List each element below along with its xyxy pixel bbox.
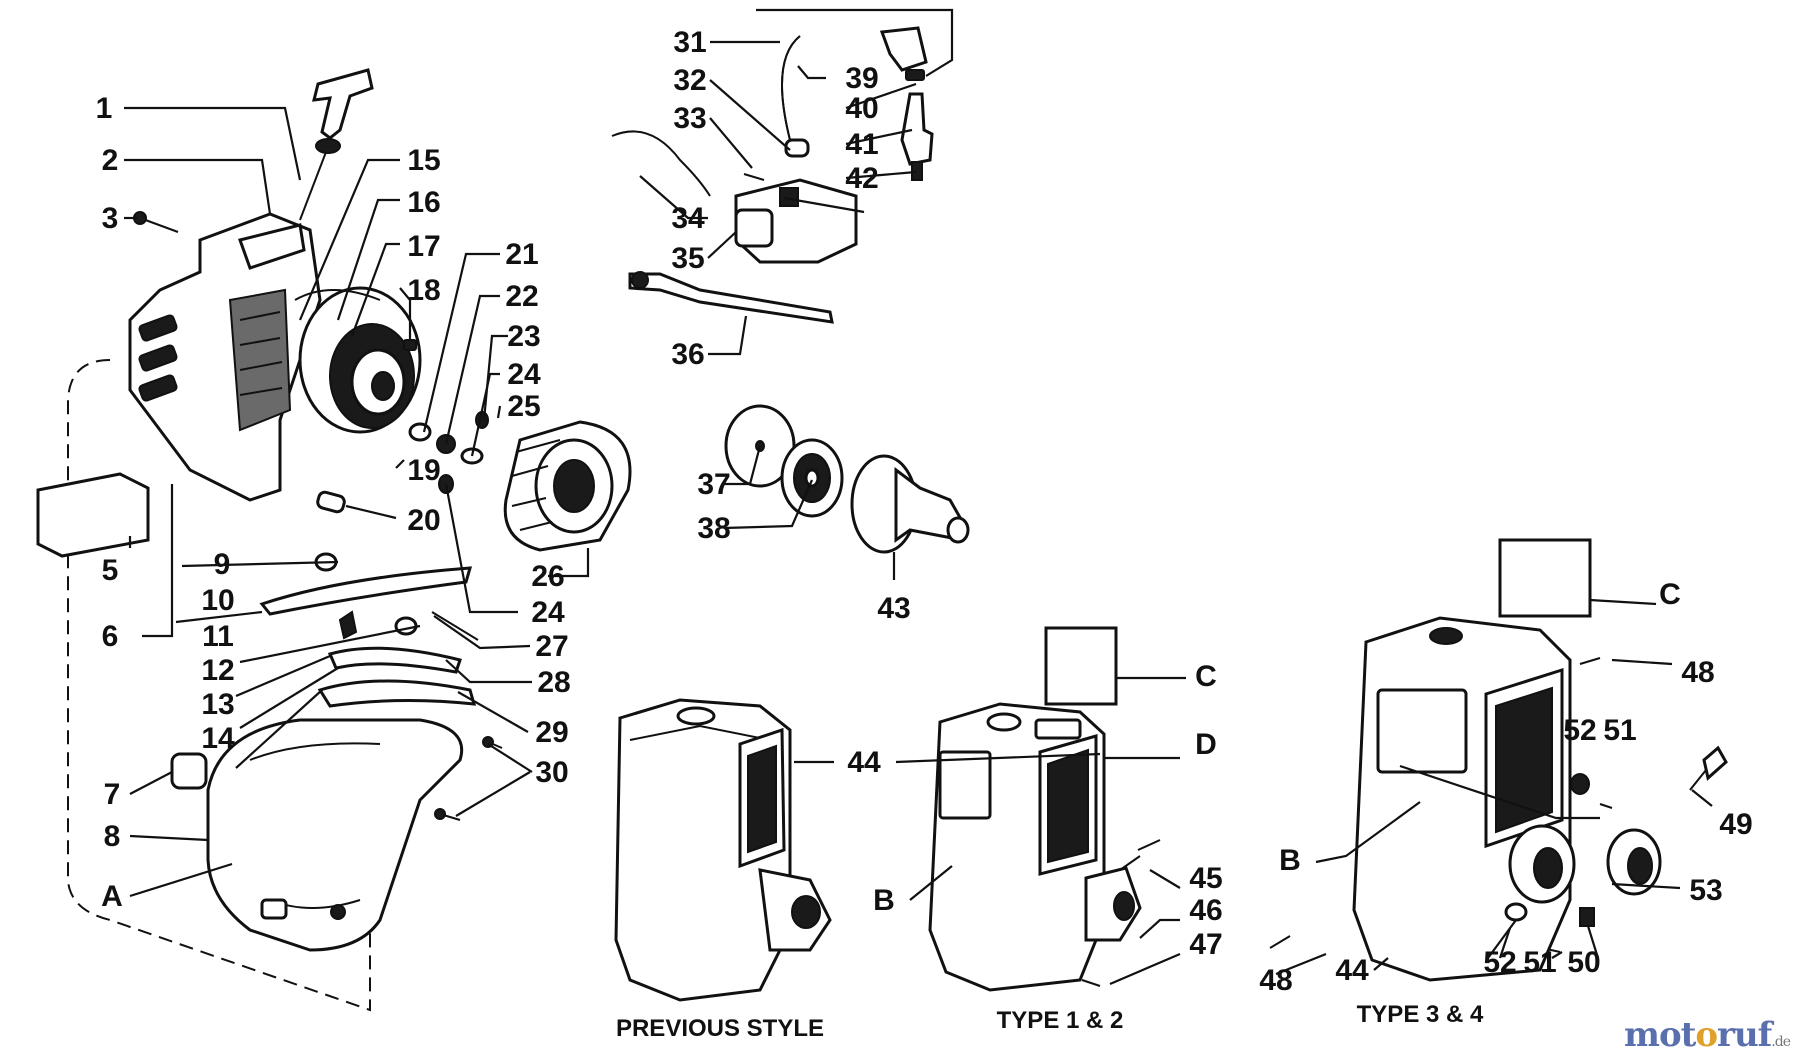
decal-type-1-2 [1044, 626, 1118, 706]
label-A: A [101, 880, 123, 913]
cover-previous-style [614, 698, 832, 1002]
label-52-bottom: 52 [1483, 946, 1516, 979]
label-45: 45 [1189, 862, 1222, 895]
label-30: 30 [535, 756, 568, 789]
label-C-type34: C [1659, 578, 1681, 611]
label-41: 41 [845, 128, 878, 161]
grip-and-hardware [1504, 745, 1728, 927]
label-43: 43 [877, 592, 910, 625]
label-C-type12: C [1195, 660, 1217, 693]
label-B-type34: B [1279, 844, 1301, 877]
label-51-top: 51 [1603, 714, 1636, 747]
label-29: 29 [535, 716, 568, 749]
label-5: 5 [102, 554, 119, 587]
label-23: 23 [507, 320, 540, 353]
label-49: 49 [1719, 808, 1752, 841]
label-52-top: 52 [1563, 714, 1596, 747]
label-2: 2 [102, 144, 119, 177]
label-28: 28 [537, 666, 570, 699]
label-47: 47 [1189, 928, 1222, 961]
label-31: 31 [673, 26, 706, 59]
label-44-type34: 44 [1335, 954, 1369, 987]
label-13: 13 [201, 688, 234, 721]
label-26: 26 [531, 560, 564, 593]
label-7: 7 [104, 778, 121, 811]
label-48-bottom: 48 [1259, 964, 1292, 997]
caption-type-1-2: TYPE 1 & 2 [997, 1007, 1124, 1034]
label-50: 50 [1567, 946, 1600, 979]
style-captions: PREVIOUS STYLE TYPE 1 & 2 TYPE 3 & 4 [616, 1001, 1484, 1042]
label-12: 12 [201, 654, 234, 687]
label-24-top: 24 [507, 358, 541, 391]
fuel-and-ignition [611, 26, 934, 264]
label-34: 34 [671, 202, 705, 235]
label-44-previous: 44 [847, 746, 881, 779]
label-19: 19 [407, 454, 440, 487]
label-9: 9 [214, 548, 231, 581]
lower-shroud [206, 718, 463, 952]
label-6: 6 [102, 620, 119, 653]
label-38: 38 [697, 512, 730, 545]
label-1: 1 [96, 92, 113, 125]
label-48-top: 48 [1681, 656, 1714, 689]
clutch-drum [850, 454, 970, 554]
label-11: 11 [202, 620, 234, 653]
label-D: D [1195, 728, 1217, 761]
leader-lines [124, 8, 1713, 986]
starter-handle [299, 68, 374, 221]
watermark-logo: motoruf.de [1623, 1015, 1791, 1055]
shroud-brackets [259, 552, 479, 708]
label-21: 21 [505, 238, 538, 271]
label-40: 40 [845, 92, 878, 125]
small-cap-and-block [36, 472, 208, 790]
label-53: 53 [1689, 874, 1722, 907]
drive-shaft [628, 271, 834, 324]
label-33: 33 [673, 102, 706, 135]
label-25: 25 [507, 390, 540, 423]
part-number-labels: 1 2 3 5 6 7 8 9 10 11 12 13 14 15 16 17 … [96, 26, 1753, 997]
label-24-bottom: 24 [531, 596, 565, 629]
label-16: 16 [407, 186, 440, 219]
label-14: 14 [201, 722, 235, 755]
label-27: 27 [535, 630, 568, 663]
part-illustrations [36, 26, 1728, 1012]
label-B-type12: B [873, 884, 895, 917]
engine-housing [67, 212, 371, 1012]
label-39: 39 [845, 62, 878, 95]
label-42: 42 [845, 162, 878, 195]
label-36: 36 [671, 338, 704, 371]
label-37: 37 [697, 468, 730, 501]
fan-housing [503, 420, 632, 552]
label-35: 35 [671, 242, 704, 275]
clutch-assembly [780, 438, 844, 518]
label-20: 20 [407, 504, 440, 537]
label-17: 17 [407, 230, 440, 263]
flywheel-assembly [294, 286, 422, 434]
caption-previous-style: PREVIOUS STYLE [616, 1015, 824, 1042]
label-51-bottom: 51 [1523, 946, 1556, 979]
cover-type-1-2 [928, 702, 1142, 992]
label-22: 22 [505, 280, 538, 313]
label-32: 32 [673, 64, 706, 97]
label-10: 10 [201, 584, 234, 617]
label-8: 8 [104, 820, 121, 853]
label-18: 18 [407, 274, 440, 307]
caption-type-3-4: TYPE 3 & 4 [1357, 1001, 1484, 1028]
cover-type-3-4 [1352, 538, 1592, 982]
label-15: 15 [407, 144, 440, 177]
label-3: 3 [102, 202, 119, 235]
label-46: 46 [1189, 894, 1222, 927]
